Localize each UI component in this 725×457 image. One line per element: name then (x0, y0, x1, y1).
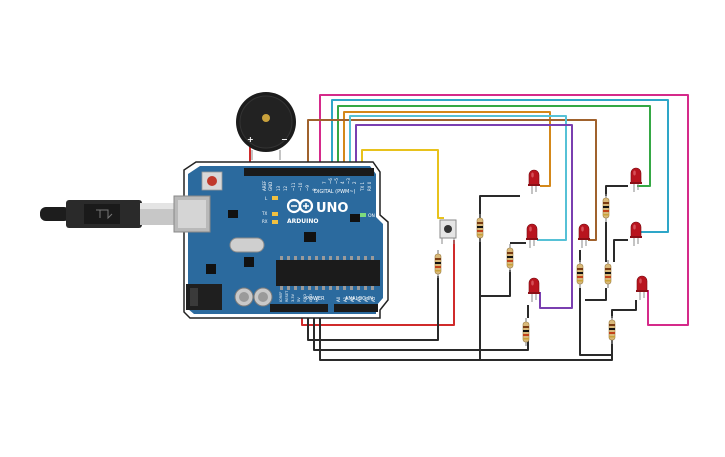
board-model: UNO (316, 201, 349, 216)
pin-label: 13 (276, 185, 281, 191)
led[interactable] (577, 223, 591, 249)
wire-black-14 (611, 300, 637, 318)
resistor[interactable] (604, 259, 612, 289)
wire-purple (355, 124, 573, 309)
analog-pin-label: A3 (357, 296, 362, 302)
pin-label: ~9 (305, 185, 310, 191)
led[interactable] (629, 221, 643, 247)
resistor[interactable] (576, 259, 584, 289)
pin-label: 7 (322, 181, 327, 184)
wire-lightblue (349, 115, 567, 241)
analog-header-label: ANALOG IN (345, 296, 373, 302)
wire-magenta (319, 94, 689, 326)
pin-label: ~6 (328, 178, 333, 184)
pin-label: 8 (312, 188, 317, 191)
power-pin-label: RESET (285, 290, 289, 302)
wire-black-9 (579, 288, 612, 356)
pin-label: ~11 (291, 182, 296, 191)
power-pin-label: 5V (297, 297, 301, 302)
usb-cable (40, 200, 178, 228)
power-header-label: POWER (306, 296, 325, 302)
power-pin-label: GND (303, 294, 307, 302)
pin-label: RX 0 (367, 181, 372, 191)
pin-label: ~3 (346, 178, 351, 184)
analog-pin-label: A2 (350, 296, 355, 302)
resistor[interactable] (434, 249, 442, 279)
pin-label: 4 (340, 181, 345, 184)
resistor[interactable] (522, 317, 530, 347)
led[interactable] (629, 167, 643, 193)
wire-green (337, 105, 651, 187)
pin-label: AREF (262, 180, 267, 191)
led[interactable] (527, 277, 541, 303)
piezo-buzzer[interactable]: + − (236, 92, 296, 160)
pushbutton[interactable] (439, 219, 457, 244)
pin-label: ~5 (334, 178, 339, 184)
pin-label: TX 1 (360, 182, 365, 192)
pin-label: 12 (283, 185, 288, 191)
pin-label: 2 (352, 181, 357, 184)
wire-yellow (361, 149, 444, 219)
tx-label: TX (261, 211, 267, 216)
pin-label: ~10 (298, 182, 303, 191)
analog-pin-label: A4 (364, 296, 369, 302)
wire-black-1 (307, 276, 439, 341)
wire-black-12 (585, 288, 607, 301)
resistor[interactable] (506, 243, 514, 273)
wire-cyan (331, 99, 669, 233)
wire-black-2 (313, 305, 529, 351)
wire-black-5 (480, 270, 511, 297)
pin-label: GND (268, 182, 273, 191)
analog-pin-label: A0 (336, 296, 341, 302)
wire-orange (343, 111, 551, 187)
board-brand: ARDUINO (287, 218, 318, 225)
led[interactable] (635, 275, 649, 301)
on-label: ON (368, 213, 375, 219)
wire-brown (307, 119, 597, 241)
resistor[interactable] (602, 193, 610, 223)
rx-label: RX (262, 219, 268, 224)
digital-header-label: DIGITAL (PWM~) (314, 189, 356, 195)
wire-black-4 (320, 195, 520, 361)
power-pin-label: GND (309, 294, 313, 302)
wire-black-10 (605, 185, 628, 196)
led[interactable] (527, 169, 541, 195)
wires (249, 94, 689, 361)
analog-pin-label: A5 (371, 296, 376, 302)
arduino-logo-icon (286, 198, 314, 214)
analog-pin-label: A1 (343, 296, 348, 302)
resistor[interactable] (608, 315, 616, 345)
led[interactable] (525, 223, 539, 249)
power-pin-label: IOREF (279, 292, 283, 302)
l-label: L (265, 196, 268, 201)
buzzer-plus: + (247, 135, 254, 144)
wire-black-13 (613, 239, 628, 262)
arduino-board: UNO ARDUINO DIGITAL (PWM~) POWER ANALOG … (173, 161, 389, 319)
resistor[interactable] (476, 213, 484, 243)
buzzer-minus: − (281, 135, 288, 144)
power-pin-label: Vin (315, 296, 319, 302)
power-pin-label: 3.3V (291, 293, 295, 302)
